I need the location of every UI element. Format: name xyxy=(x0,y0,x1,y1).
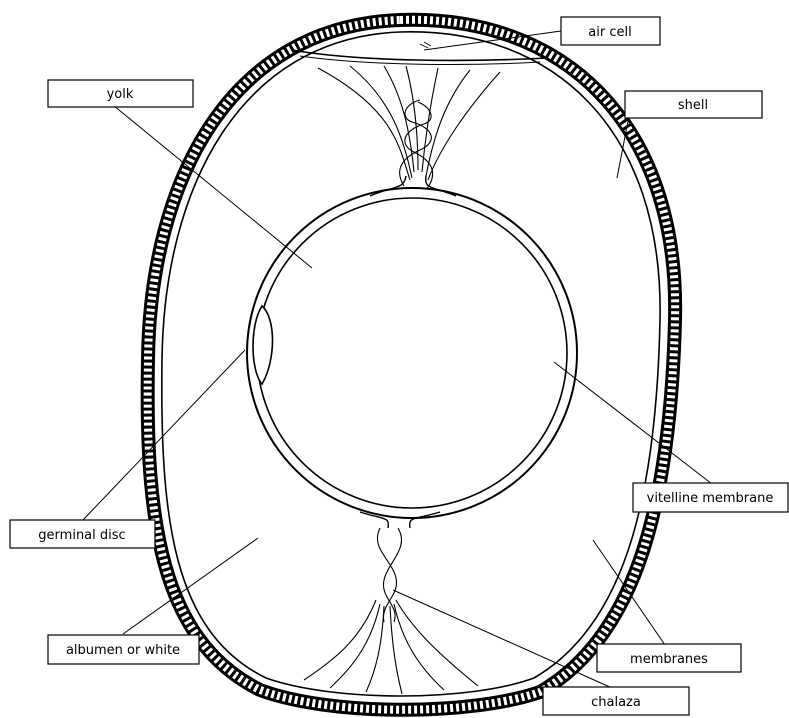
label-germinal: germinal disc xyxy=(10,520,155,548)
label-chalaza: chalaza xyxy=(543,687,689,715)
label-vitelline-text: vitelline membrane xyxy=(647,491,774,506)
label-membranes-text: membranes xyxy=(630,652,708,667)
label-albumen-text: albumen or white xyxy=(66,643,180,658)
yolk-outer xyxy=(247,188,577,518)
label-yolk-text: yolk xyxy=(107,87,134,102)
label-yolk: yolk xyxy=(48,80,193,107)
label-air-cell-text: air cell xyxy=(588,25,631,40)
label-membranes: membranes xyxy=(597,644,741,672)
label-chalaza-text: chalaza xyxy=(591,695,641,710)
label-vitelline: vitelline membrane xyxy=(633,483,788,512)
label-shell-text: shell xyxy=(678,98,708,113)
label-germinal-text: germinal disc xyxy=(38,528,125,543)
label-albumen: albumen or white xyxy=(48,635,199,664)
label-shell: shell xyxy=(625,91,762,118)
label-air-cell: air cell xyxy=(561,17,660,45)
